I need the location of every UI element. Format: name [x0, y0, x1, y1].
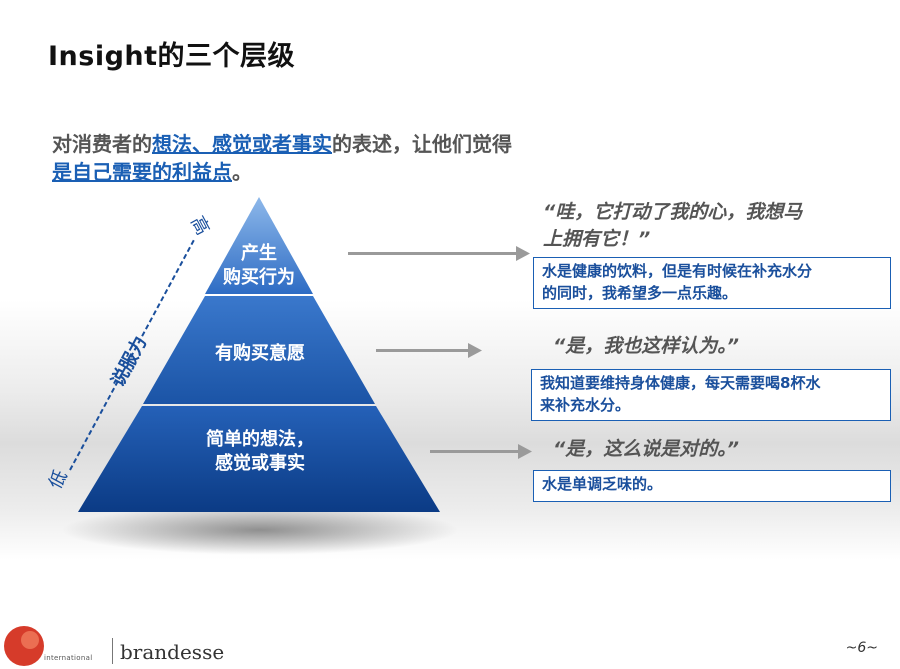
- pyramid-tier-top: [205, 197, 313, 294]
- persuasion-axis-line: [69, 237, 196, 471]
- pyramid-tier-middle: [143, 296, 375, 404]
- quote-level-3: “是，这么说是对的。”: [553, 438, 739, 460]
- description-text: 对消费者的想法、感觉或者事实的表述，让他们觉得是自己需要的利益点。: [52, 132, 512, 184]
- highlight-thoughts: 想法、感觉或者事实: [152, 132, 332, 156]
- pyramid-bottom-label: 简单的想法， 感觉或事实: [206, 429, 314, 474]
- quote-level-1: “哇，它打动了我的心，我想马 上拥有它！”: [543, 201, 803, 250]
- page-title: Insight的三个层级: [48, 41, 296, 72]
- pyramid-middle-label: 有购买意愿: [215, 343, 305, 364]
- arrow-middle: [376, 343, 482, 358]
- insight-box-2: 我知道要维持身体健康，每天需要喝8杯水 来补充水分。: [531, 369, 891, 421]
- brand-name: brandesse: [120, 640, 225, 664]
- logo-separator: [112, 638, 113, 664]
- logo-small-text: international: [44, 654, 93, 662]
- insight-box-1: 水是健康的饮料，但是有时候在补充水分 的同时，我希望多一点乐趣。: [533, 257, 891, 309]
- pyramid-tier-bottom: [78, 406, 440, 512]
- quote-level-2: “是，我也这样认为。”: [553, 335, 739, 357]
- pyramid-top-label: 产生 购买行为: [223, 243, 295, 288]
- arrow-bottom: [430, 444, 532, 459]
- arrow-top: [348, 246, 530, 261]
- highlight-benefit: 是自己需要的利益点: [52, 160, 232, 184]
- pyramid-shadow: [60, 505, 460, 555]
- page-number: ~6~: [845, 640, 878, 656]
- insight-box-3: 水是单调乏味的。: [533, 470, 891, 502]
